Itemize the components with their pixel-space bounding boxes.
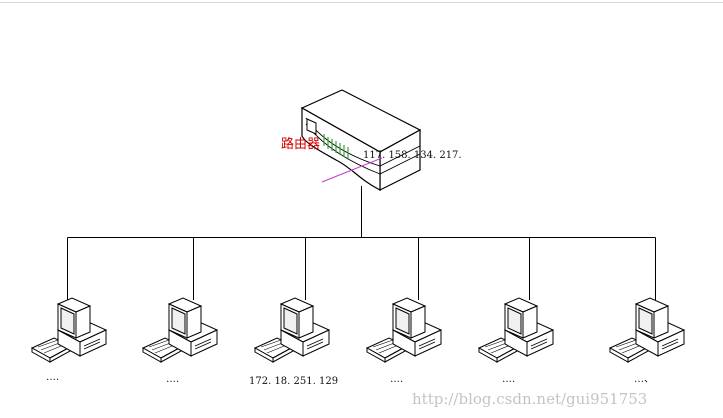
router-cable — [321, 157, 383, 183]
router-icon — [300, 89, 422, 191]
pc-4: …. — [366, 297, 442, 385]
pc-label: …、 — [634, 374, 654, 385]
computer-icon — [254, 297, 330, 363]
connection-lines — [67, 186, 656, 300]
computer-icon — [478, 297, 554, 363]
pc-2: …. — [142, 297, 218, 385]
led-indicators — [323, 134, 349, 159]
pc-3: 172. 18. 251. 129 — [249, 297, 338, 387]
pc-1: …. — [31, 297, 107, 383]
pc-label: …. — [502, 374, 515, 385]
pc-label: …. — [390, 374, 403, 385]
pc-label: …. — [46, 372, 59, 383]
pc-5: …. — [478, 297, 554, 385]
computer-icon — [31, 297, 107, 363]
computer-icon — [366, 297, 442, 363]
computer-icon — [142, 297, 218, 363]
pc-6: …、 — [609, 297, 685, 385]
pc-label: …. — [166, 374, 179, 385]
router-label: 路由器 — [281, 136, 320, 152]
router-ip: 117. 158. 134. 217. — [363, 150, 462, 161]
pc-label: 172. 18. 251. 129 — [249, 376, 338, 387]
watermark: http://blog.csdn.net/gui951753 — [412, 390, 647, 408]
computer-icon — [609, 297, 685, 363]
